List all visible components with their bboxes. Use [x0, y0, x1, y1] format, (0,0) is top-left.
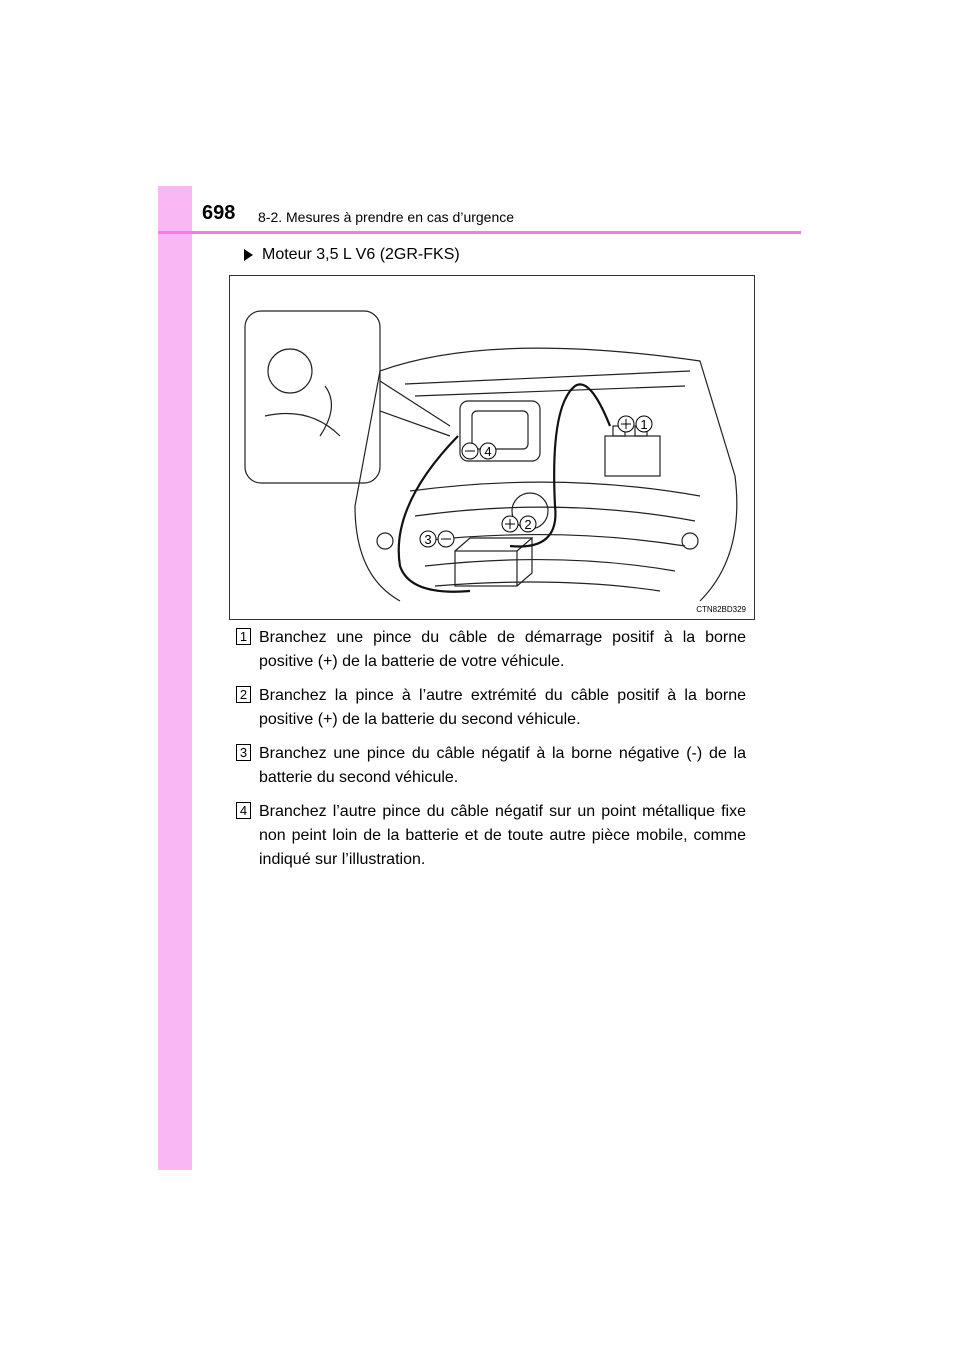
engine-cover	[459, 400, 541, 462]
vehicle-battery	[604, 435, 661, 477]
callout-3-label: 3	[424, 532, 431, 547]
callout-4	[479, 442, 497, 460]
positive-cable	[509, 383, 612, 548]
engine-cover-inner	[471, 410, 529, 450]
step-number: 4	[236, 802, 251, 819]
callout-2-label: 2	[524, 517, 531, 532]
callout-3	[419, 530, 437, 548]
cowl-line	[404, 370, 691, 385]
fog-light-left	[376, 532, 394, 550]
grille-line-3	[419, 533, 686, 547]
side-color-band	[158, 186, 192, 1170]
subheading-text: Moteur 3,5 L V6 (2GR-FKS)	[262, 246, 460, 263]
triangle-arrow-icon	[244, 249, 253, 261]
inset-part	[267, 348, 313, 394]
callout-1-label: 1	[640, 417, 647, 432]
fender-left	[354, 370, 401, 602]
grille-line-1	[409, 481, 701, 497]
grille-line-4	[424, 558, 676, 572]
page-number: 698	[202, 202, 236, 224]
subheading: Moteur 3,5 L V6 (2GR-FKS)	[244, 245, 460, 265]
fog-light-right	[681, 532, 699, 550]
step-item: 3 Branchez une pince du câble négatif à …	[236, 742, 746, 790]
callout-4-label: 4	[484, 444, 491, 459]
booster-battery	[454, 550, 518, 587]
step-text: Branchez une pince du câble négatif à la…	[259, 745, 746, 786]
inset-arrow	[319, 385, 332, 437]
step-number: 2	[236, 686, 251, 703]
negative-cable	[397, 435, 471, 593]
engine-drawing: 1 2 3 4	[244, 310, 738, 602]
hood-outline	[379, 347, 738, 602]
inset-pointer	[379, 380, 451, 437]
section-title: 8-2. Mesures à prendre en cas d’urgence	[258, 209, 515, 225]
header-rule	[158, 231, 801, 234]
step-list: 1 Branchez une pince du câble de démarra…	[236, 626, 746, 882]
inset-hose	[264, 413, 341, 437]
step-text: Branchez une pince du câble de démarrage…	[259, 629, 746, 670]
detail-inset	[244, 310, 381, 484]
booster-battery-top	[454, 537, 534, 552]
callout-1	[635, 415, 653, 433]
step-item: 4 Branchez l’autre pince du câble négati…	[236, 800, 746, 872]
step-number: 3	[236, 744, 251, 761]
step-item: 1 Branchez une pince du câble de démarra…	[236, 626, 746, 674]
engine-illustration: 1 2 3 4 CTN82BD329	[229, 275, 755, 620]
booster-battery-side	[516, 538, 533, 587]
step-text: Branchez l’autre pince du câble négatif …	[259, 803, 746, 868]
callout-2	[519, 515, 537, 533]
step-number: 1	[236, 628, 251, 645]
bumper-line	[434, 581, 661, 592]
grille-line-2	[414, 506, 696, 522]
figure-code: CTN82BD329	[696, 605, 746, 614]
step-item: 2 Branchez la pince à l’autre extrémité …	[236, 684, 746, 732]
cowl-line-2	[414, 385, 686, 397]
step-text: Branchez la pince à l’autre extrémité du…	[259, 687, 746, 728]
